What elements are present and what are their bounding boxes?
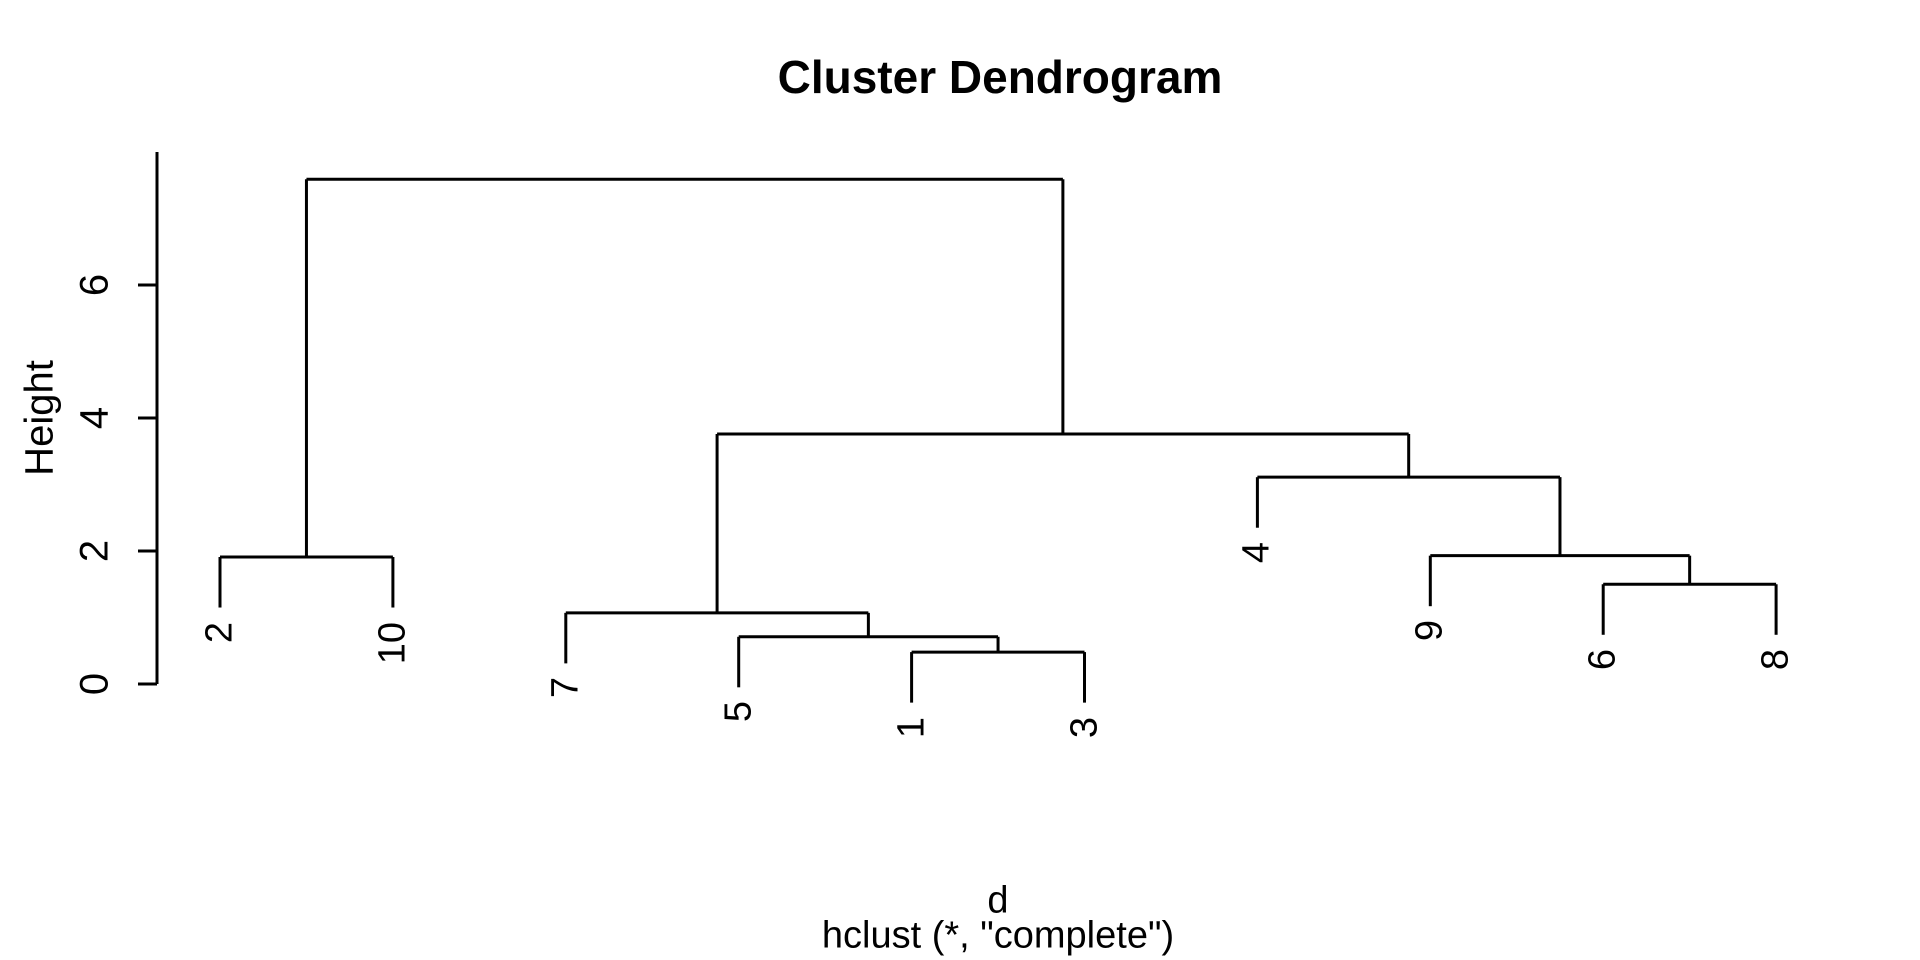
leaf-label-1: 1 <box>890 716 933 738</box>
y-tick-label-0: 0 <box>72 672 117 696</box>
leaf-label-10: 10 <box>371 621 414 664</box>
leaf-label-7: 7 <box>544 677 587 699</box>
leaf-label-5: 5 <box>717 701 760 723</box>
leaf-label-2: 2 <box>198 621 241 643</box>
plot-subtitle: hclust (*, "complete") <box>821 914 1175 957</box>
y-axis-label: Height <box>17 360 62 476</box>
leaf-label-6: 6 <box>1581 648 1624 670</box>
x-axis-label: d <box>987 879 1009 922</box>
plot-title: Cluster Dendrogram <box>777 51 1223 103</box>
leaf-label-4: 4 <box>1235 541 1278 563</box>
leaf-label-8: 8 <box>1754 648 1797 670</box>
y-tick-label-6: 6 <box>72 273 117 297</box>
leaf-label-9: 9 <box>1408 620 1451 642</box>
leaf-label-3: 3 <box>1063 716 1105 738</box>
y-tick-label-4: 4 <box>72 406 117 430</box>
y-tick-label-2: 2 <box>72 539 117 563</box>
